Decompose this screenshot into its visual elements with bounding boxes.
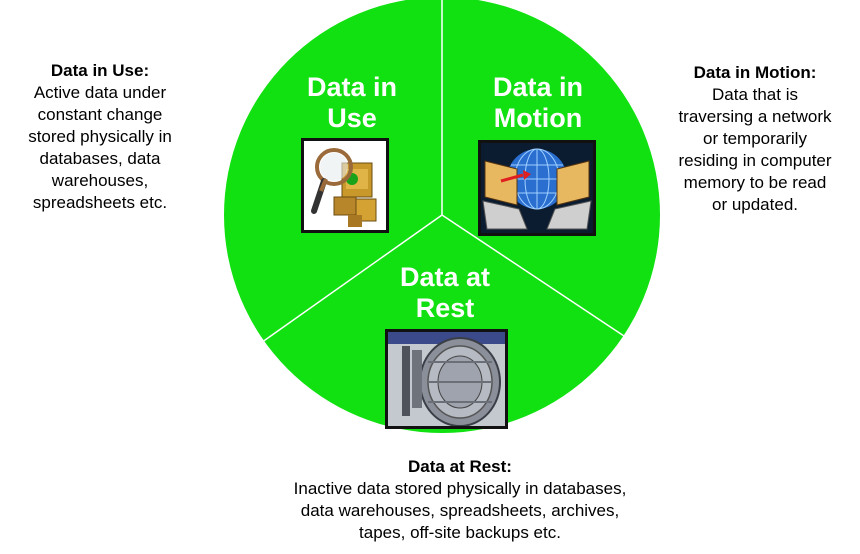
title-line-1: Data in (492, 72, 584, 102)
description-line: Inactive data stored physically in datab… (293, 479, 627, 498)
title-line-2: Motion (493, 103, 583, 133)
segment-title-data-in-use: Data in Use (282, 72, 422, 134)
description-heading: Data at Rest: (408, 457, 512, 476)
title-line-1: Data in (306, 72, 398, 102)
description-line: Data that is (712, 85, 798, 104)
description-line: constant change (37, 105, 163, 124)
description-line: or temporarily (703, 129, 807, 148)
magnifier-safe-icon (301, 138, 389, 233)
description-line: memory to be read (683, 173, 827, 192)
description-heading: Data in Use: (50, 61, 150, 80)
data-at-rest-description: Data at Rest: Inactive data stored physi… (200, 456, 720, 544)
title-line-2: Use (327, 103, 377, 133)
description-line: databases, data (39, 149, 161, 168)
description-heading: Data in Motion: (693, 63, 817, 82)
network-transfer-icon (478, 140, 596, 236)
title-line-1: Data at (399, 262, 491, 292)
description-line: warehouses, (51, 171, 149, 190)
segment-title-data-at-rest: Data at Rest (370, 262, 520, 324)
segment-title-data-in-motion: Data in Motion (463, 72, 613, 134)
description-line: or updated. (711, 195, 798, 214)
green-circle (224, 0, 660, 433)
data-in-use-description: Data in Use: Active data under constant … (0, 60, 200, 214)
description-line: traversing a network (678, 107, 832, 126)
data-in-motion-description: Data in Motion: Data that is traversing … (650, 62, 860, 216)
description-line: residing in computer (678, 151, 832, 170)
divider-lower-right (441, 214, 628, 339)
title-line-2: Rest (415, 293, 475, 323)
description-line: data warehouses, spreadsheets, archives, (300, 501, 620, 520)
description-line: tapes, off-site backups etc. (359, 523, 561, 542)
description-line: Active data under (33, 83, 167, 102)
divider-lower-left (257, 214, 443, 346)
vault-door-icon (385, 329, 508, 429)
description-line: stored physically in (28, 127, 172, 146)
description-line: spreadsheets etc. (32, 193, 168, 212)
